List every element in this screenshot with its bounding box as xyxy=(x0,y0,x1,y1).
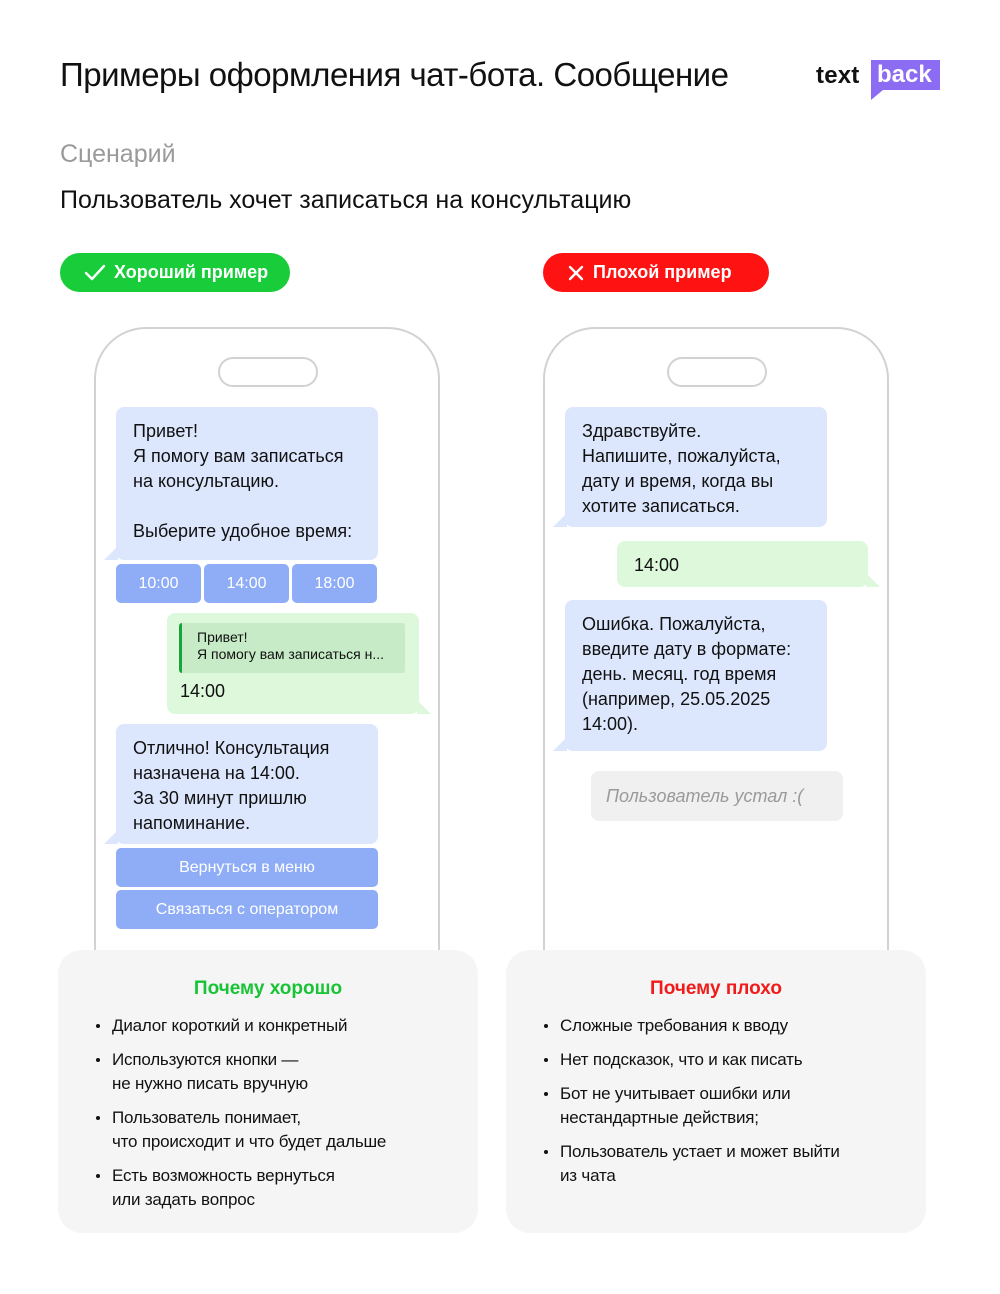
bad-example-label: Плохой пример xyxy=(593,262,732,282)
why-good-list: Диалог короткий и конкретный Используютс… xyxy=(95,1014,386,1222)
user-reply-message: Привет! Я помогу вам записаться н... 14:… xyxy=(167,613,431,714)
bot-message-confirmation: Отлично! Консультация назначена на 14:00… xyxy=(104,724,378,844)
back-to-menu-button[interactable]: Вернуться в меню xyxy=(116,848,378,887)
list-item: Есть возможность вернуться или задать во… xyxy=(95,1164,386,1212)
good-example-label: Хороший пример xyxy=(114,262,269,282)
list-item: Диалог короткий и конкретный xyxy=(95,1014,386,1038)
user-message: 14:00 xyxy=(617,541,880,587)
phone-notch xyxy=(667,357,767,387)
user-tired-note: Пользователь устал :( xyxy=(591,771,843,821)
good-example-badge: Хороший пример xyxy=(60,253,290,292)
logo-speech-box: back xyxy=(871,60,940,100)
list-item: Используются кнопки — не нужно писать вр… xyxy=(95,1048,386,1096)
time-button-1000[interactable]: 10:00 xyxy=(116,564,201,603)
list-item: Нет подсказок, что и как писать xyxy=(544,1048,840,1072)
cross-icon xyxy=(568,265,584,280)
why-bad-list: Сложные требования к вводу Нет подсказок… xyxy=(544,1014,840,1198)
why-good-card: Почему хорошо Диалог короткий и конкретн… xyxy=(58,950,478,1233)
user-message-text: 14:00 xyxy=(180,681,226,701)
time-button-1400[interactable]: 14:00 xyxy=(204,564,289,603)
bot-message-error: Ошибка. Пожалуйста, введите дату в форма… xyxy=(553,600,827,751)
list-item: Пользователь устает и может выйти из чат… xyxy=(544,1140,840,1188)
list-item: Сложные требования к вводу xyxy=(544,1014,840,1038)
bot-message-greeting: Здравствуйте. Напишите, пожалуйста, дату… xyxy=(553,407,827,527)
list-item: Бот не учитывает ошибки или нестандартны… xyxy=(544,1082,840,1130)
good-example-phone: Привет! Я помогу вам записаться на консу… xyxy=(94,327,440,967)
why-good-title: Почему хорошо xyxy=(193,978,343,999)
bad-example-phone: Здравствуйте. Напишите, пожалуйста, дату… xyxy=(543,327,889,967)
page-title: Примеры оформления чат-бота. Сообщение xyxy=(60,56,729,93)
why-bad-title: Почему плохо xyxy=(650,978,782,999)
why-bad-card: Почему плохо Сложные требования к вводу … xyxy=(506,950,926,1233)
textback-logo: text back xyxy=(816,60,946,104)
bad-example-badge: Плохой пример xyxy=(543,253,769,292)
time-button-1800[interactable]: 18:00 xyxy=(292,564,377,603)
list-item: Пользователь понимает, что происходит и … xyxy=(95,1106,386,1154)
scenario-text: Пользователь хочет записаться на консуль… xyxy=(60,186,632,214)
check-icon xyxy=(84,264,106,280)
logo-text: text xyxy=(816,62,860,89)
bot-message-greeting: Привет! Я помогу вам записаться на консу… xyxy=(104,407,378,560)
scenario-label: Сценарий xyxy=(60,140,176,168)
contact-operator-button[interactable]: Связаться с оператором xyxy=(116,890,378,929)
phone-notch xyxy=(218,357,318,387)
logo-box-text: back xyxy=(877,61,932,88)
reply-quote: Привет! Я помогу вам записаться н... xyxy=(179,623,405,673)
